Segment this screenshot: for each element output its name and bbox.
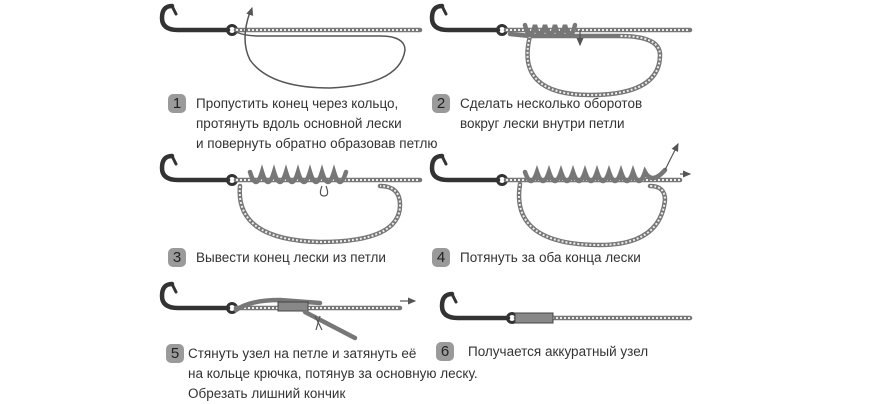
step-4-illustration: [432, 142, 692, 248]
step-5: 5 Стянуть узел на петле и затянуть её на…: [166, 344, 478, 404]
step-number-badge: 2: [432, 94, 450, 113]
step-3-illustration: [162, 156, 423, 245]
step-4: 4 Потянуть за оба конца лески: [432, 248, 641, 268]
step-2-illustration: [432, 6, 693, 98]
text-line: вокруг лески внутри петли: [460, 116, 625, 131]
text-line: и повернуть обратно образовав петлю: [196, 136, 438, 151]
text-line: Получается аккуратный узел: [468, 344, 649, 359]
text-line: Сделать несколько оборотов: [460, 96, 643, 111]
step-description: Сделать несколько оборотов вокруг лески …: [460, 94, 642, 134]
text-line: Стянуть узел на петле и затянуть её: [188, 346, 417, 361]
hook-icon: [162, 284, 237, 313]
step-5-illustration: [162, 284, 417, 341]
step-2: 2 Сделать несколько оборотов вокруг леск…: [432, 94, 642, 134]
hook-icon: [432, 156, 507, 185]
step-6-illustration: [442, 294, 693, 323]
step-number-badge: 4: [432, 248, 450, 267]
hook-icon: [162, 6, 237, 35]
text-line: Потянуть за оба конца лески: [460, 250, 641, 265]
step-description: Получается аккуратный узел: [468, 342, 648, 362]
step-number-badge: 1: [168, 94, 186, 113]
hook-icon: [432, 6, 507, 35]
step-description: Потянуть за оба конца лески: [460, 248, 641, 268]
text-line: Вывести конец лески из петли: [196, 250, 386, 265]
step-description: Вывести конец лески из петли: [196, 248, 386, 268]
step-description: Пропустить конец через кольцо, протянуть…: [196, 94, 438, 154]
step-3: 3 Вывести конец лески из петли: [168, 248, 386, 268]
step-1-illustration: [162, 6, 423, 89]
step-1: 1 Пропустить конец через кольцо, протяну…: [168, 94, 438, 154]
text-line: протянуть вдоль основной лески: [196, 116, 402, 131]
hook-icon: [162, 156, 237, 185]
hook-icon: [442, 294, 517, 323]
text-line: на кольце крючка, потянув за основную ле…: [188, 366, 478, 381]
step-6: 6 Получается аккуратный узел: [436, 342, 648, 362]
step-number-badge: 3: [168, 248, 186, 267]
step-number-badge: 5: [166, 344, 184, 363]
step-description: Стянуть узел на петле и затянуть её на к…: [188, 344, 478, 404]
text-line: Пропустить конец через кольцо,: [196, 96, 399, 111]
step-number-badge: 6: [436, 342, 454, 361]
text-line: Обрезать лишний кончик: [188, 386, 346, 401]
